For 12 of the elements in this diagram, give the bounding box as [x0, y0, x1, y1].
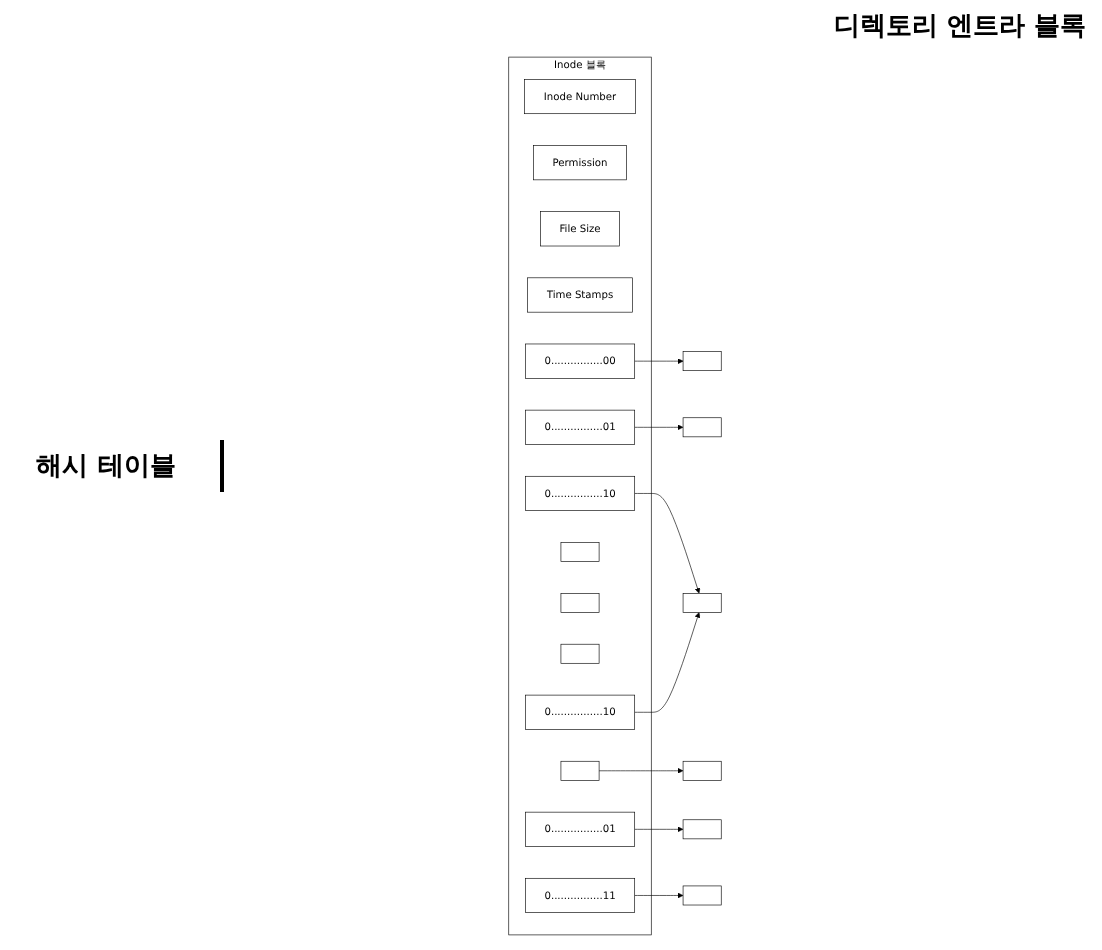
node-box — [560, 760, 600, 781]
node-box — [682, 885, 722, 906]
node-box — [682, 417, 722, 438]
node-box — [560, 643, 600, 664]
node-box — [682, 593, 722, 613]
diagram-title: 디렉토리 엔트라 블록 — [833, 10, 1086, 44]
node-box — [682, 760, 722, 781]
node-box — [560, 542, 600, 562]
node-box — [682, 351, 722, 371]
node-box — [682, 819, 722, 840]
bracket-label: 해시 테이블 — [4, 440, 224, 492]
node-box — [560, 593, 600, 613]
